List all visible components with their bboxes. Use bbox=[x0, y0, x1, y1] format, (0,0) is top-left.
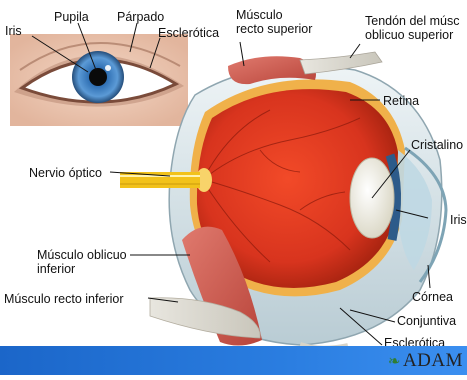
label-musculo-oblicuo-inferior: Músculo oblicuo inferior bbox=[37, 248, 127, 276]
label-musculo-recto-inferior: Músculo recto inferior bbox=[4, 292, 124, 306]
label-iris-top: Iris bbox=[5, 24, 22, 38]
adam-logo: ❧ADAM bbox=[388, 350, 463, 372]
label-esclerotica-top: Esclerótica bbox=[158, 26, 219, 40]
eye-photo bbox=[10, 34, 188, 126]
brand-text: ADAM bbox=[403, 350, 463, 371]
optic-nerve bbox=[120, 172, 200, 188]
label-pupila: Pupila bbox=[54, 10, 89, 24]
label-musculo-recto-superior: Músculo recto superior bbox=[236, 8, 312, 36]
label-nervio-optico: Nervio óptico bbox=[29, 166, 102, 180]
label-cristalino: Cristalino bbox=[411, 138, 463, 152]
label-iris-right: Iris bbox=[450, 213, 467, 227]
label-cornea: Córnea bbox=[412, 290, 453, 304]
label-conjuntiva: Conjuntiva bbox=[397, 314, 456, 328]
leaf-icon: ❧ bbox=[388, 354, 401, 370]
label-tendon-oblicuo-superior: Tendón del músc oblicuo superior bbox=[365, 14, 460, 42]
label-retina: Retina bbox=[383, 94, 419, 108]
label-parpado: Párpado bbox=[117, 10, 164, 24]
